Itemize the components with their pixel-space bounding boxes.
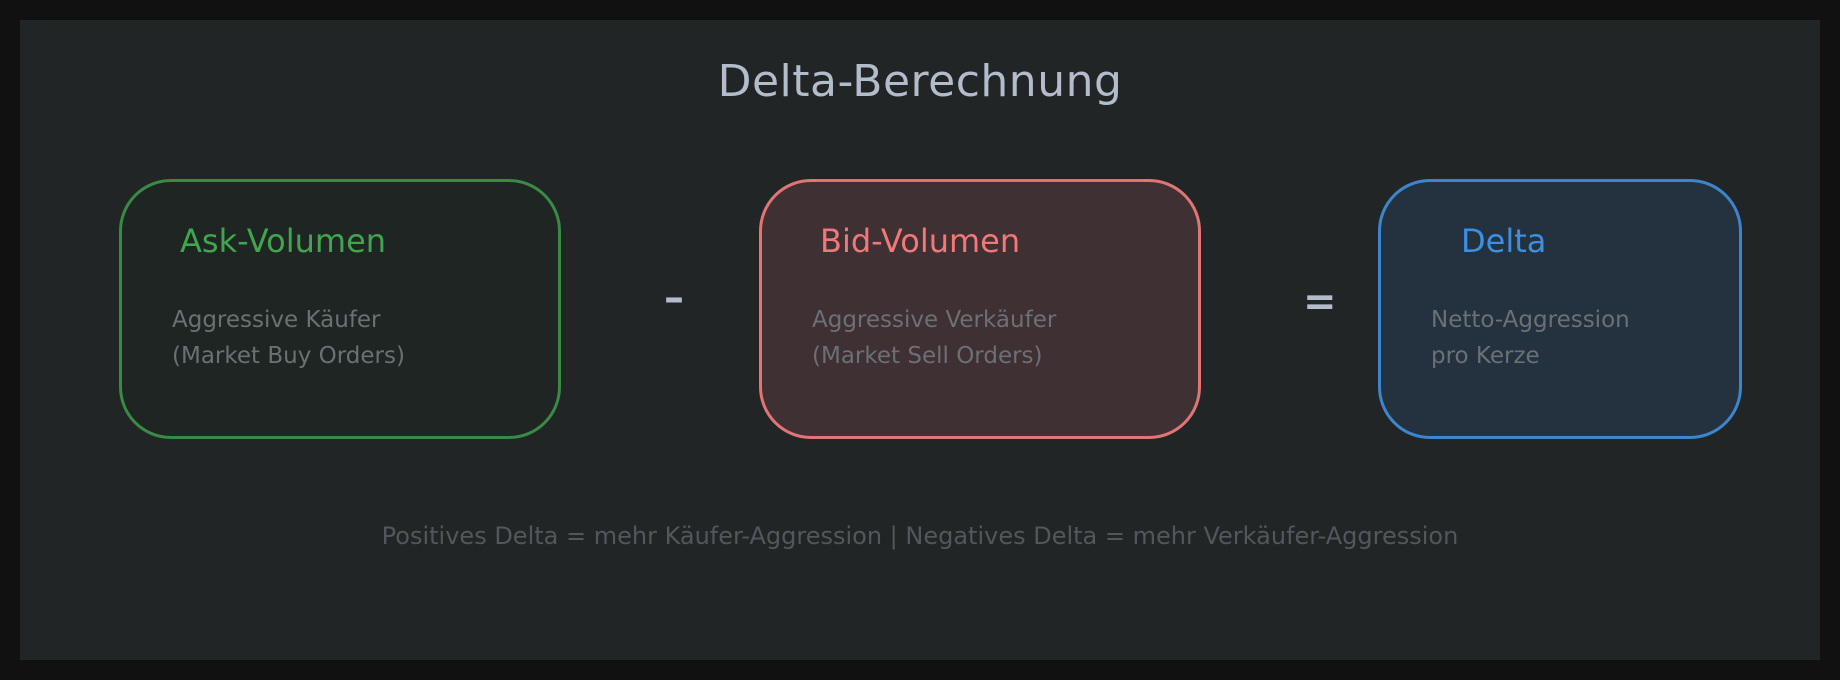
diagram-title: Delta-Berechnung: [717, 56, 1123, 107]
minus-operator-icon: –: [664, 275, 684, 321]
ask-volume-box: Ask-Volumen Aggressive Käufer (Market Bu…: [119, 179, 561, 439]
ask-volume-title: Ask-Volumen: [180, 222, 387, 260]
bid-volume-title: Bid-Volumen: [820, 222, 1021, 260]
delta-box: Delta Netto-Aggression pro Kerze: [1378, 179, 1742, 439]
bid-volume-description: Aggressive Verkäufer (Market Sell Orders…: [812, 307, 1057, 369]
equals-operator-icon: =: [1303, 279, 1337, 325]
bid-volume-box: Bid-Volumen Aggressive Verkäufer (Market…: [759, 179, 1201, 439]
delta-title: Delta: [1461, 222, 1547, 260]
footnote: Positives Delta = mehr Käufer-Aggression…: [381, 522, 1459, 550]
delta-description: Netto-Aggression pro Kerze: [1431, 307, 1630, 369]
ask-volume-description: Aggressive Käufer (Market Buy Orders): [172, 307, 405, 369]
